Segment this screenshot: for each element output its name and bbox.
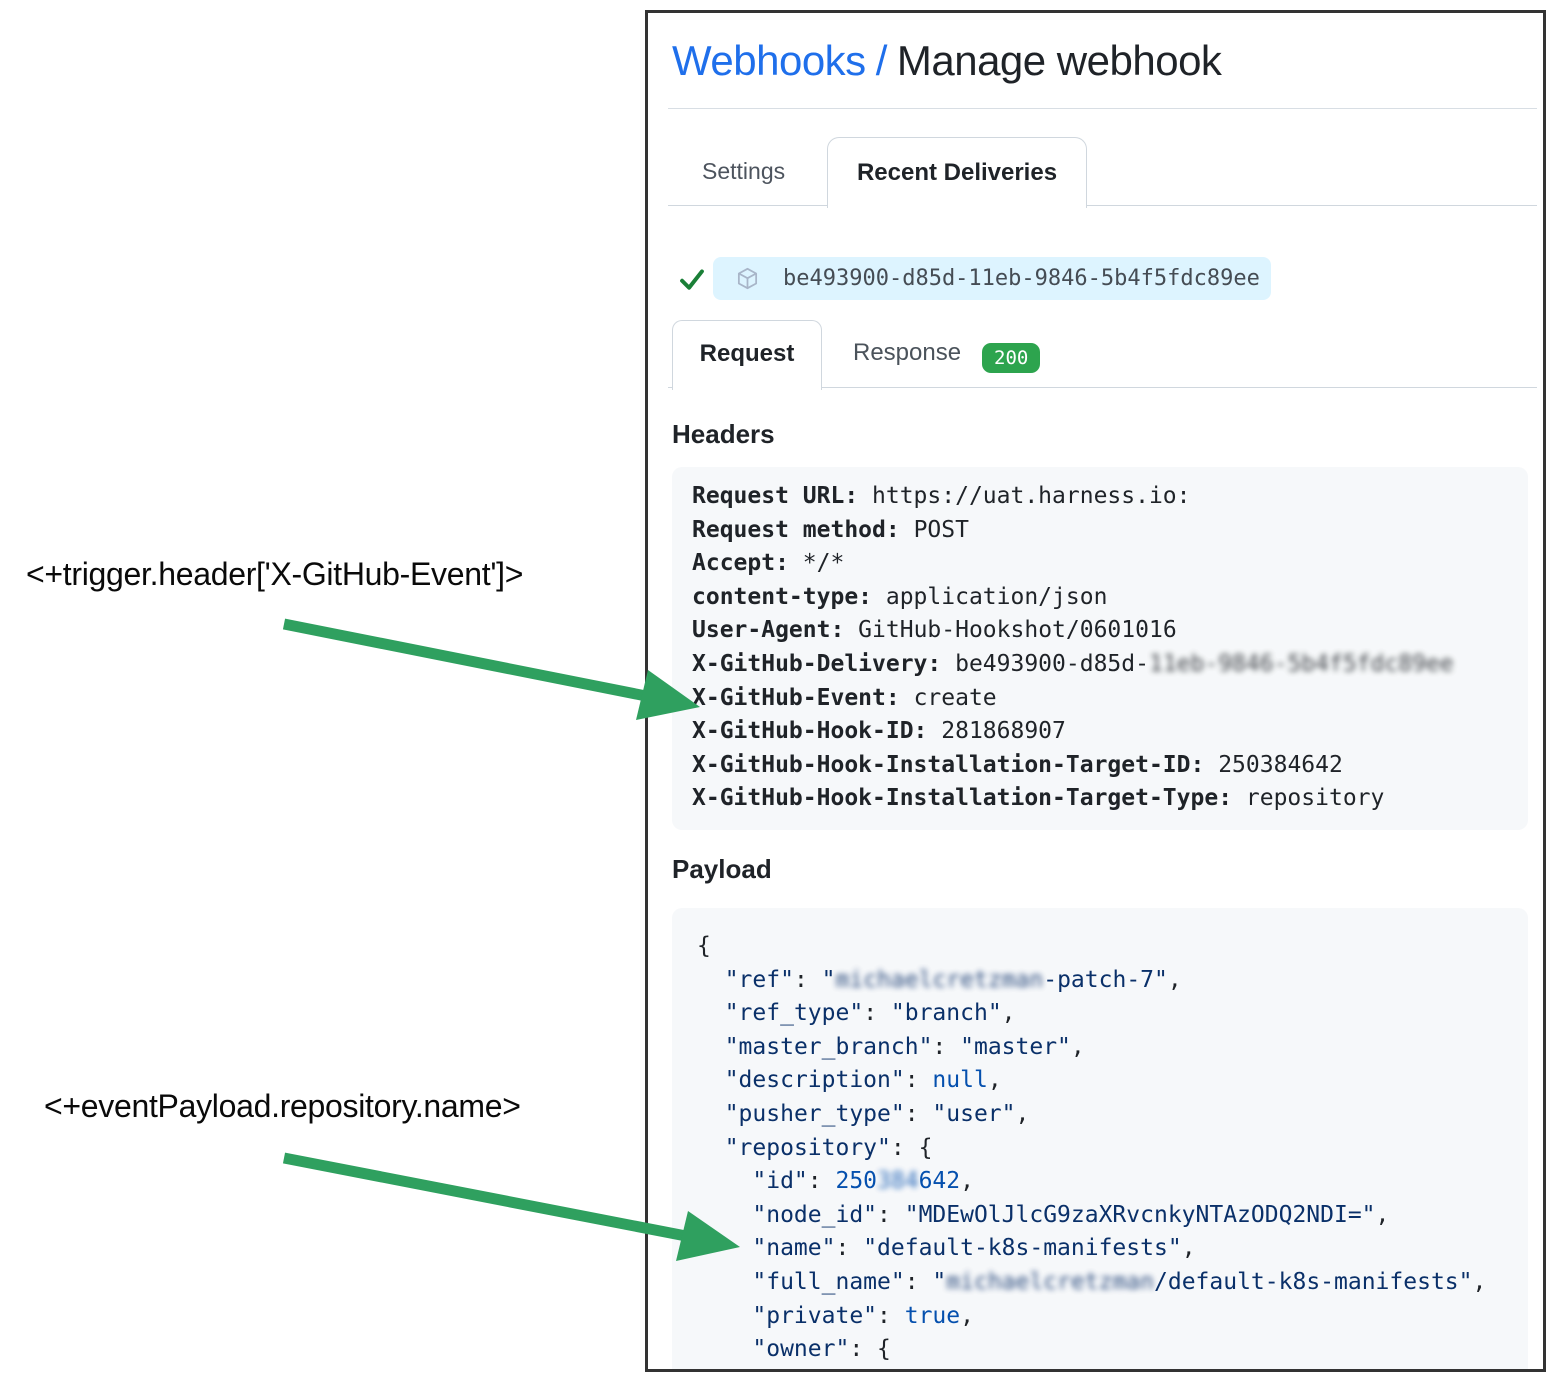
- headers-section-title: Headers: [672, 419, 775, 449]
- header-row: X-GitHub-Event: create: [692, 684, 997, 711]
- payload-line: "owner": {: [752, 1336, 891, 1363]
- payload-line: "ref": "michaelcretzman-patch-7",: [724, 966, 1182, 993]
- payload-code-box: { "ref": "michaelcretzman-patch-7", "ref…: [672, 908, 1528, 1369]
- delivery-guid: be493900-d85d-11eb-9846-5b4f5fdc89ee: [783, 266, 1260, 291]
- delivery-success-check-icon: [680, 269, 704, 290]
- tab-response[interactable]: Response: [853, 339, 962, 366]
- tab-recent-deliveries[interactable]: Recent Deliveries: [827, 137, 1087, 208]
- header-row: X-GitHub-Hook-Installation-Target-ID: 25…: [692, 751, 1343, 778]
- annotation-event-payload-expression: <+eventPayload.repository.name>: [44, 1088, 521, 1124]
- payload-line: "private": true,: [752, 1302, 974, 1329]
- breadcrumb-current: Manage webhook: [896, 37, 1222, 84]
- payload-line: {: [697, 933, 711, 959]
- annotation-trigger-header-expression: <+trigger.header['X-GitHub-Event']>: [26, 556, 524, 592]
- title-divider: [668, 108, 1537, 109]
- response-status-badge: 200: [982, 343, 1041, 373]
- payload-line: "name": "default-k8s-manifests",: [752, 1235, 1196, 1262]
- payload-line: "full_name": "michaelcretzman/default-k8…: [752, 1268, 1487, 1295]
- headers-code: Request URL: https://uat.harness.io: Requ…: [692, 480, 1528, 816]
- header-row: content-type: application/json: [692, 583, 1108, 610]
- arrow-to-github-event-header: [282, 618, 700, 720]
- headers-code-box: Request URL: https://uat.harness.io: Requ…: [672, 467, 1528, 830]
- header-row: X-GitHub-Delivery: be493900-d85d-11eb-98…: [692, 650, 1454, 677]
- tab-request-label: Request: [699, 340, 795, 367]
- tab-settings[interactable]: Settings: [702, 158, 786, 184]
- request-response-tab-bar: Request Response 200: [668, 320, 1537, 390]
- payload-line: "id": 250384642,: [752, 1168, 974, 1195]
- tab-request[interactable]: Request: [672, 320, 822, 390]
- payload-section-title: Payload: [672, 854, 772, 884]
- main-tab-bar: Settings Recent Deliveries: [668, 137, 1537, 208]
- payload-line: "node_id": "MDEwOlJlcG9zaXRvcnkyNTAzODQ2…: [752, 1201, 1390, 1228]
- package-icon: [737, 267, 758, 290]
- manage-webhook-panel: Webhooks/Manage webhook Settings Recent …: [645, 10, 1546, 1372]
- payload-line: "pusher_type": "user",: [724, 1100, 1030, 1127]
- header-row: Request URL: https://uat.harness.io:: [692, 483, 1191, 509]
- header-row: X-GitHub-Hook-ID: 281868907: [692, 718, 1066, 745]
- payload-line: "master_branch": "master",: [724, 1033, 1085, 1060]
- header-row: Accept: */*: [692, 550, 845, 577]
- payload-line: "ref_type": "branch",: [724, 1000, 1016, 1027]
- page-title: Webhooks/Manage webhook: [672, 37, 1222, 85]
- payload-code: { "ref": "michaelcretzman-patch-7", "ref…: [697, 930, 1528, 1367]
- header-row: X-GitHub-Hook-Installation-Target-Type: …: [692, 785, 1385, 812]
- header-row: Request method: POST: [692, 516, 969, 543]
- header-row: User-Agent: GitHub-Hookshot/0601016: [692, 617, 1177, 644]
- tab-recent-deliveries-label: Recent Deliveries: [856, 159, 1058, 186]
- payload-line: "description": null,: [724, 1067, 1002, 1094]
- breadcrumb-webhooks-link[interactable]: Webhooks: [672, 37, 866, 84]
- payload-line: "repository": {: [724, 1134, 933, 1161]
- breadcrumb-separator: /: [875, 37, 888, 84]
- delivery-id-pill[interactable]: be493900-d85d-11eb-9846-5b4f5fdc89ee: [713, 257, 1271, 300]
